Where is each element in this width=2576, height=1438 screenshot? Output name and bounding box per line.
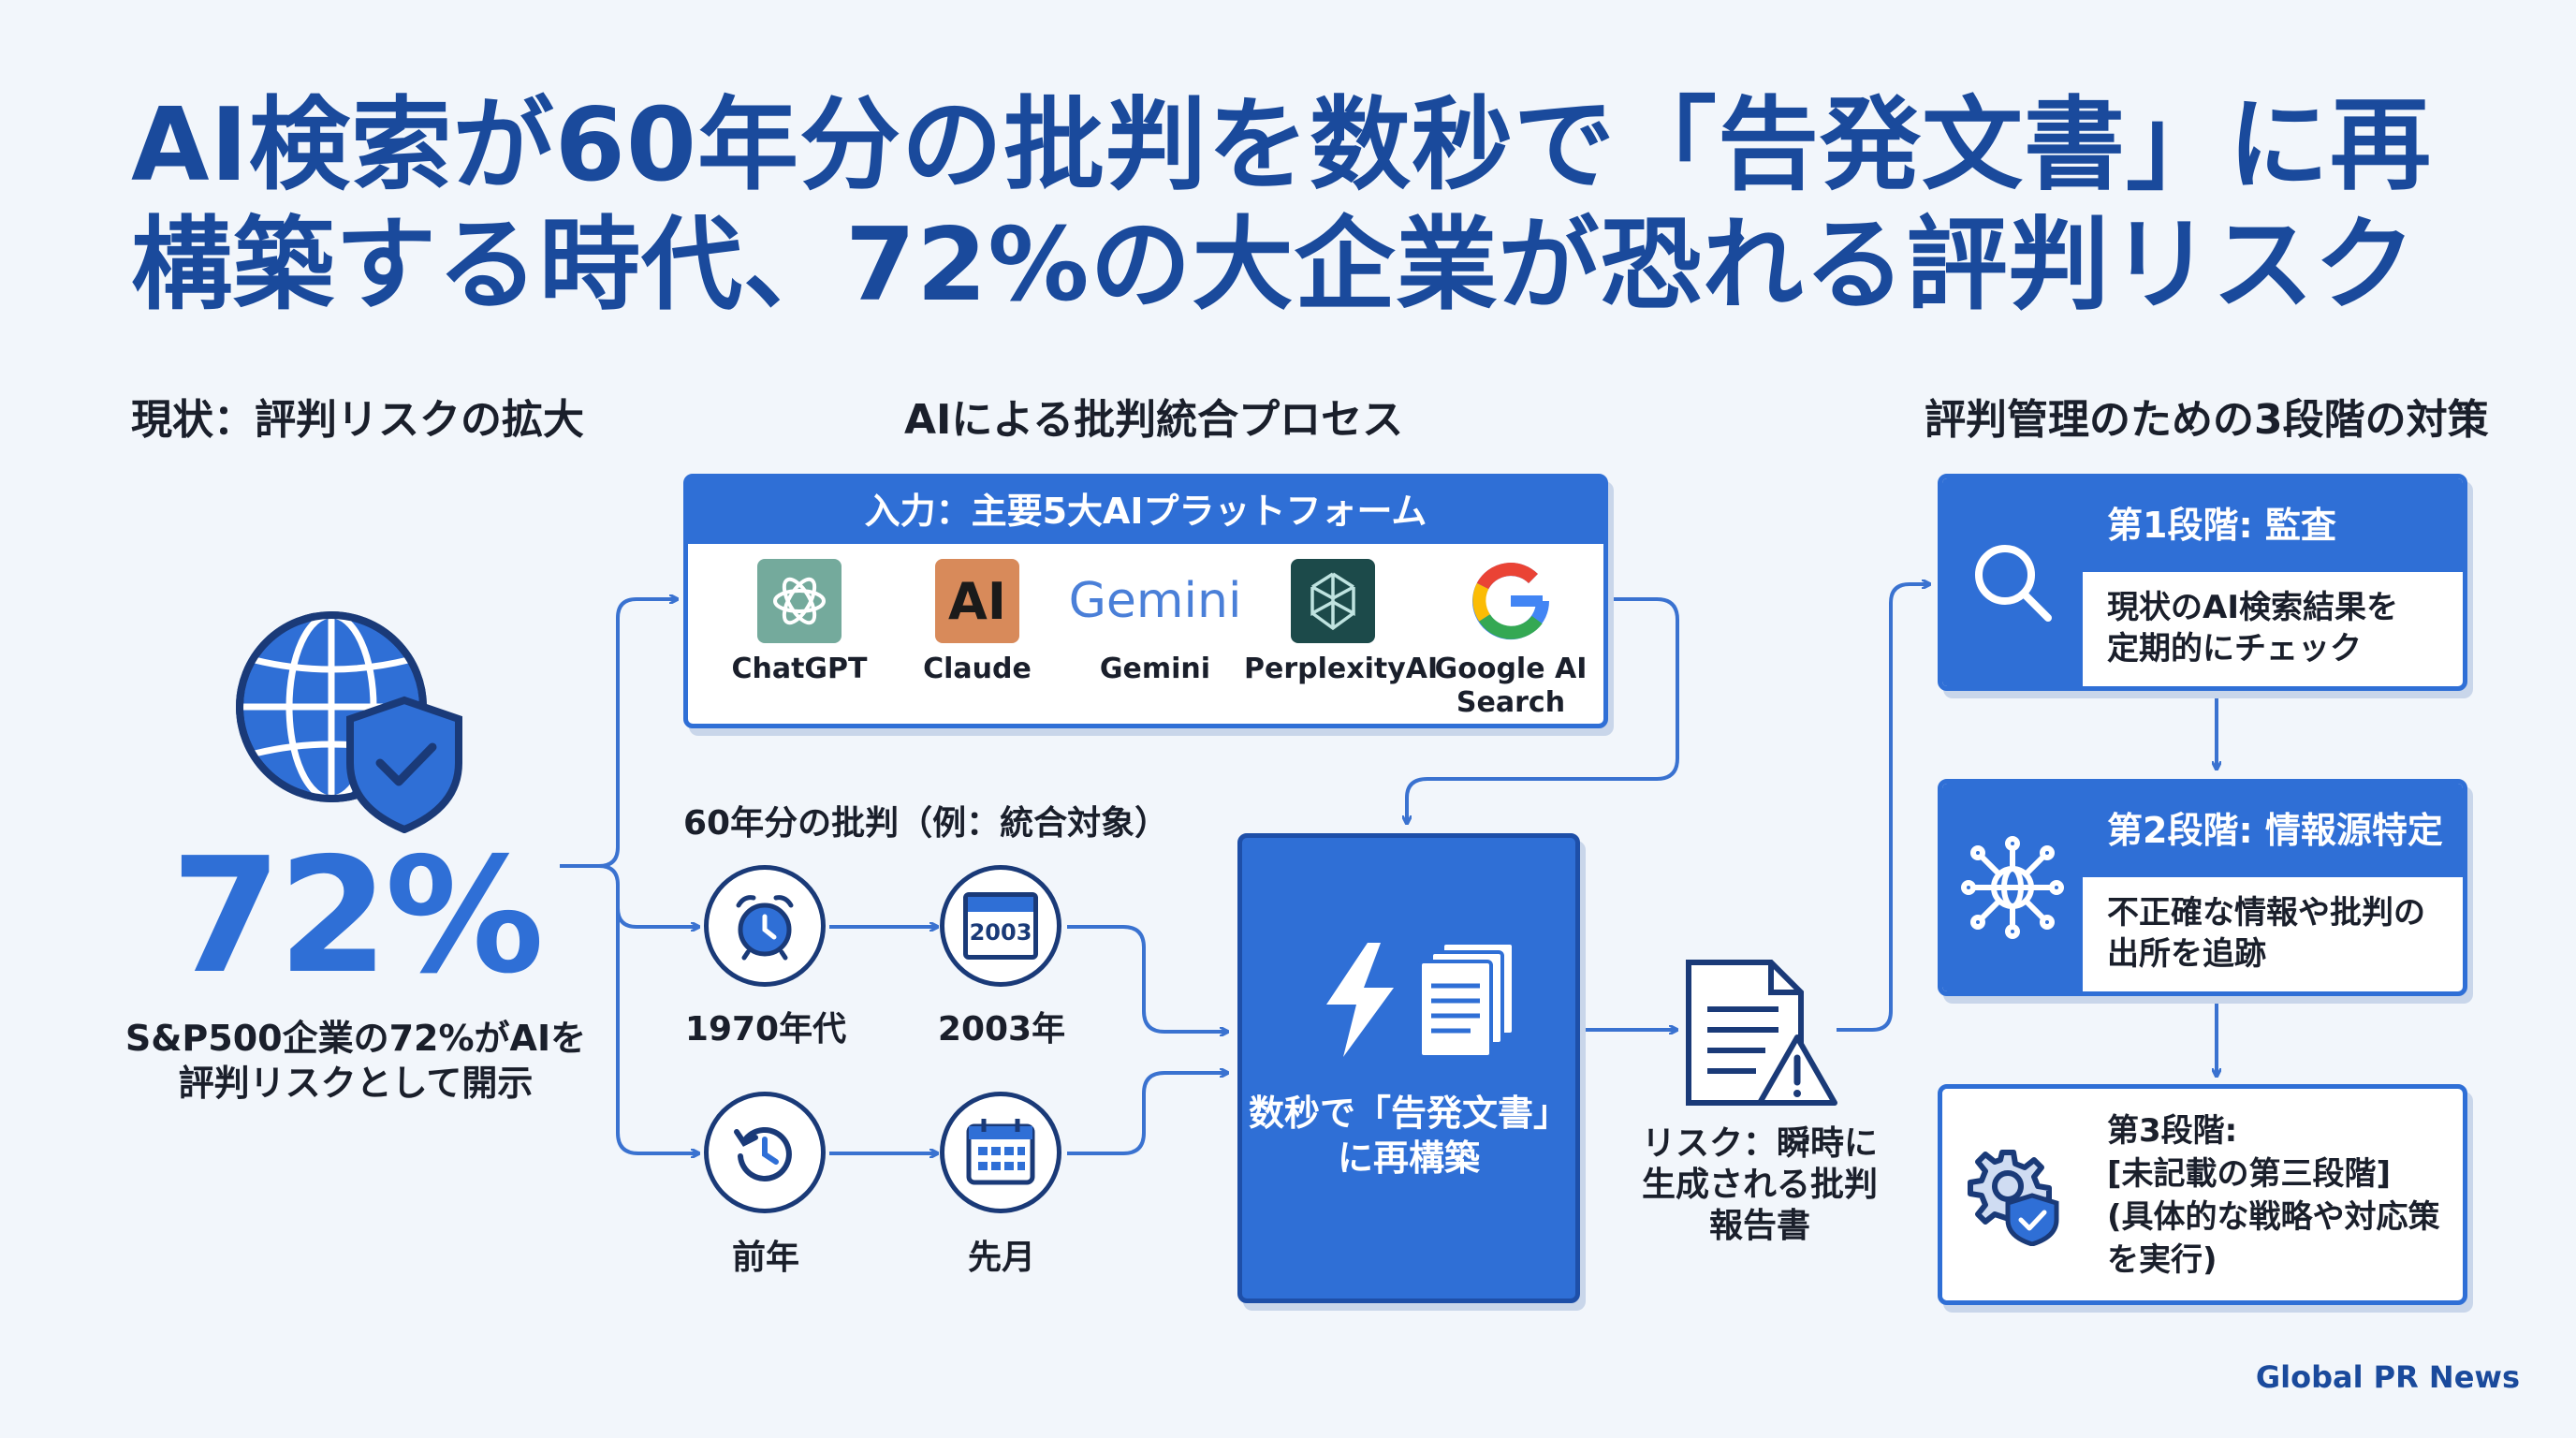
platform-name: ChatGPT bbox=[731, 653, 868, 685]
claude-logo-text: AI bbox=[948, 571, 1006, 631]
platform-chatgpt: ChatGPT bbox=[710, 559, 888, 686]
stage-1-desc: 現状のAI検索結果を 定期的にチェック bbox=[2107, 587, 2452, 669]
input-platforms-box: 入力：主要5大AIプラットフォーム ChatGPT AI Claude Gemi… bbox=[683, 474, 1608, 728]
stage-3-title: 第3段階: bbox=[2107, 1112, 2238, 1150]
stage-2-desc-line2: 出所を追跡 bbox=[2107, 935, 2266, 973]
platform-name-line1: Google AI bbox=[1434, 653, 1588, 685]
input-header: 入力：主要5大AIプラットフォーム bbox=[688, 478, 1603, 544]
globe-shield-icon bbox=[228, 609, 472, 834]
lightning-documents-icon bbox=[1315, 939, 1521, 1064]
gemini-logo: Gemini bbox=[1068, 559, 1242, 643]
right-section-heading: 評判管理のための3段階の対策 bbox=[1925, 396, 2489, 444]
google-logo bbox=[1469, 559, 1553, 643]
platform-name: PerplexityAI bbox=[1244, 653, 1439, 685]
warning-document-icon bbox=[1681, 955, 1840, 1118]
calendar-year-text: 2003 bbox=[969, 919, 1032, 946]
calendar-grid-icon bbox=[940, 1092, 1061, 1213]
calendar-icon: 2003 bbox=[940, 865, 1061, 987]
claude-logo: AI bbox=[935, 559, 1019, 643]
stage-2-card: 第2段階: 情報源特定 不正確な情報や批判の 出所を追跡 bbox=[1938, 779, 2467, 996]
stage-2-desc-line1: 不正確な情報や批判の bbox=[2107, 894, 2425, 932]
history-icon bbox=[704, 1092, 826, 1213]
perplexity-logo bbox=[1291, 559, 1375, 643]
platform-name: Google AI Search bbox=[1422, 653, 1600, 720]
alarm-clock-icon bbox=[704, 865, 826, 987]
platform-name: Gemini bbox=[1099, 653, 1211, 685]
platform-name: Claude bbox=[923, 653, 1032, 685]
process-box: 数秒で「告発文書」 に再構築 bbox=[1237, 833, 1580, 1303]
gear-shield-icon bbox=[1942, 1089, 2083, 1300]
center-section-heading: AIによる批判統合プロセス bbox=[904, 396, 1404, 444]
footer-brand: Global PR News bbox=[2255, 1359, 2520, 1395]
process-text: 数秒で「告発文書」 に再構築 bbox=[1242, 1091, 1575, 1181]
platform-perplexity: PerplexityAI bbox=[1244, 559, 1439, 686]
stage-3-line4: を実行) bbox=[2107, 1241, 2217, 1279]
chatgpt-logo bbox=[757, 559, 842, 643]
risk-label: リスク：瞬時に 生成される批判 報告書 bbox=[1619, 1123, 1900, 1247]
risk-line3: 報告書 bbox=[1708, 1207, 1810, 1245]
stage-3-line2: [未記載の第三段階] bbox=[2107, 1155, 2392, 1193]
stage-2-title: 第2段階: 情報源特定 bbox=[2083, 784, 2463, 877]
platform-google: Google AI Search bbox=[1422, 559, 1600, 720]
stage-3-line3: (具体的な戦略や対応策 bbox=[2107, 1198, 2440, 1236]
timeline-label-last-year: 前年 bbox=[731, 1239, 799, 1277]
stat-caption: S&P500企業の72%がAIを 評判リスクとして開示 bbox=[112, 1016, 599, 1106]
stage-3-body: 第3段階: [未記載の第三段階] (具体的な戦略や対応策 を実行) bbox=[2107, 1109, 2452, 1282]
platform-name-line2: Search bbox=[1456, 686, 1566, 719]
stage-3-card: 第3段階: [未記載の第三段階] (具体的な戦略や対応策 を実行) bbox=[1938, 1084, 2467, 1305]
gemini-logo-text: Gemini bbox=[1068, 573, 1242, 629]
risk-line2: 生成される批判 bbox=[1641, 1166, 1878, 1204]
timeline-label-2003: 2003年 bbox=[937, 1010, 1066, 1049]
platform-gemini: Gemini Gemini bbox=[1066, 559, 1244, 686]
stat-caption-line2: 評判リスクとして開示 bbox=[178, 1063, 534, 1104]
process-line1: 数秒で「告発文書」 bbox=[1248, 1093, 1569, 1134]
stat-caption-line1: S&P500企業の72%がAIを bbox=[124, 1018, 587, 1059]
risk-line1: リスク：瞬時に bbox=[1641, 1124, 1878, 1163]
timeline-label-last-month: 先月 bbox=[967, 1239, 1035, 1277]
timeline-label-1970s: 1970年代 bbox=[684, 1010, 847, 1049]
stage-1-desc-line2: 定期的にチェック bbox=[2107, 630, 2362, 668]
network-globe-icon bbox=[1942, 784, 2083, 991]
left-section-heading: 現状：評判リスクの拡大 bbox=[131, 396, 584, 444]
page-title: AI検索が60年分の批判を数秒で「告発文書」に再構築する時代、72%の大企業が恐… bbox=[131, 87, 2433, 324]
stat-value: 72% bbox=[170, 824, 545, 1009]
platform-claude: AI Claude bbox=[888, 559, 1066, 686]
calendar-body: 2003 bbox=[963, 892, 1038, 960]
stage-1-card: 第1段階: 監査 現状のAI検索結果を 定期的にチェック bbox=[1938, 474, 2467, 691]
stage-1-desc-line1: 現状のAI検索結果を bbox=[2107, 589, 2398, 626]
stage-2-desc: 不正確な情報や批判の 出所を追跡 bbox=[2107, 892, 2452, 975]
stage-1-title: 第1段階: 監査 bbox=[2083, 478, 2463, 572]
magnifier-icon bbox=[1942, 478, 2083, 686]
process-line2: に再構築 bbox=[1337, 1137, 1480, 1179]
history-label: 60年分の批判（例：統合対象） bbox=[683, 804, 1169, 843]
